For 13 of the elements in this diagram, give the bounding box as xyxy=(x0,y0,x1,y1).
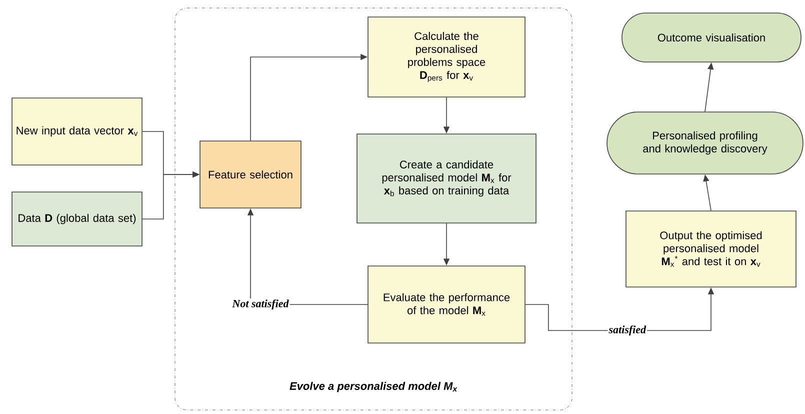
edge-label: Not satisfied xyxy=(231,298,290,311)
process-box: Calculate the personalised problems space D$_{pers}$ for x$_{v}$ xyxy=(368,16,526,98)
terminal-box: Personalised profiling and knowledge discovery xyxy=(606,112,804,174)
process-box: Output the optimised personalised model M$_{x}$$^{*}$ and test it on x$_{v}$ xyxy=(626,210,796,288)
terminal-box: Outcome visualisation xyxy=(622,12,802,62)
data-box: Data D (global data set) xyxy=(12,192,142,246)
process-box: Create a candidate personalised model M$_{x}$ for x$_{b}$ based on training data xyxy=(356,134,536,224)
edge-label: satisfied xyxy=(608,324,648,337)
process-box: Evaluate the performance of the model M$_{x}$ xyxy=(368,266,526,344)
process-box: Feature selection xyxy=(200,140,302,208)
group-frame xyxy=(174,8,572,410)
group-heading: Evolve a personalised model M$_{x}$ xyxy=(290,382,458,392)
input-box: New input data vector x$_{v}$ xyxy=(12,98,142,166)
